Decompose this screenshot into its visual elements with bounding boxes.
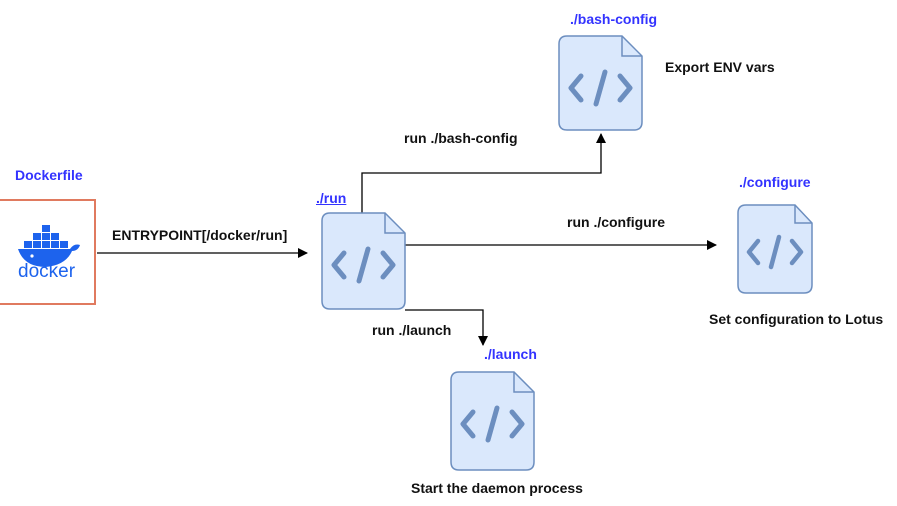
- edge-bash-config: [361, 133, 606, 213]
- dockerfile-title: Dockerfile: [15, 167, 83, 183]
- docker-logo-icon: [18, 225, 80, 267]
- launch-title: ./launch: [484, 346, 537, 362]
- configure-title: ./configure: [739, 174, 811, 190]
- bash-config-title: ./bash-config: [570, 11, 658, 27]
- edge-label-entrypoint: ENTRYPOINT[/docker/run]: [112, 227, 288, 243]
- code-file-icon: [737, 204, 813, 294]
- run-title[interactable]: ./run: [316, 190, 347, 206]
- dockerfile-box[interactable]: docker: [0, 199, 96, 305]
- edge-label-launch: run ./launch: [372, 322, 452, 338]
- code-file-icon: [450, 371, 535, 471]
- configure-caption: Set configuration to Lotus: [709, 311, 884, 327]
- edge-launch: [405, 309, 488, 346]
- docker-logo-text: docker: [18, 261, 76, 282]
- edge-label-bash-config: run ./bash-config: [404, 130, 518, 146]
- code-file-icon: [558, 35, 643, 131]
- code-file-icon: [321, 212, 406, 310]
- bash-config-caption: Export ENV vars: [665, 59, 775, 75]
- launch-caption: Start the daemon process: [411, 480, 583, 496]
- edge-label-configure: run ./configure: [567, 214, 665, 230]
